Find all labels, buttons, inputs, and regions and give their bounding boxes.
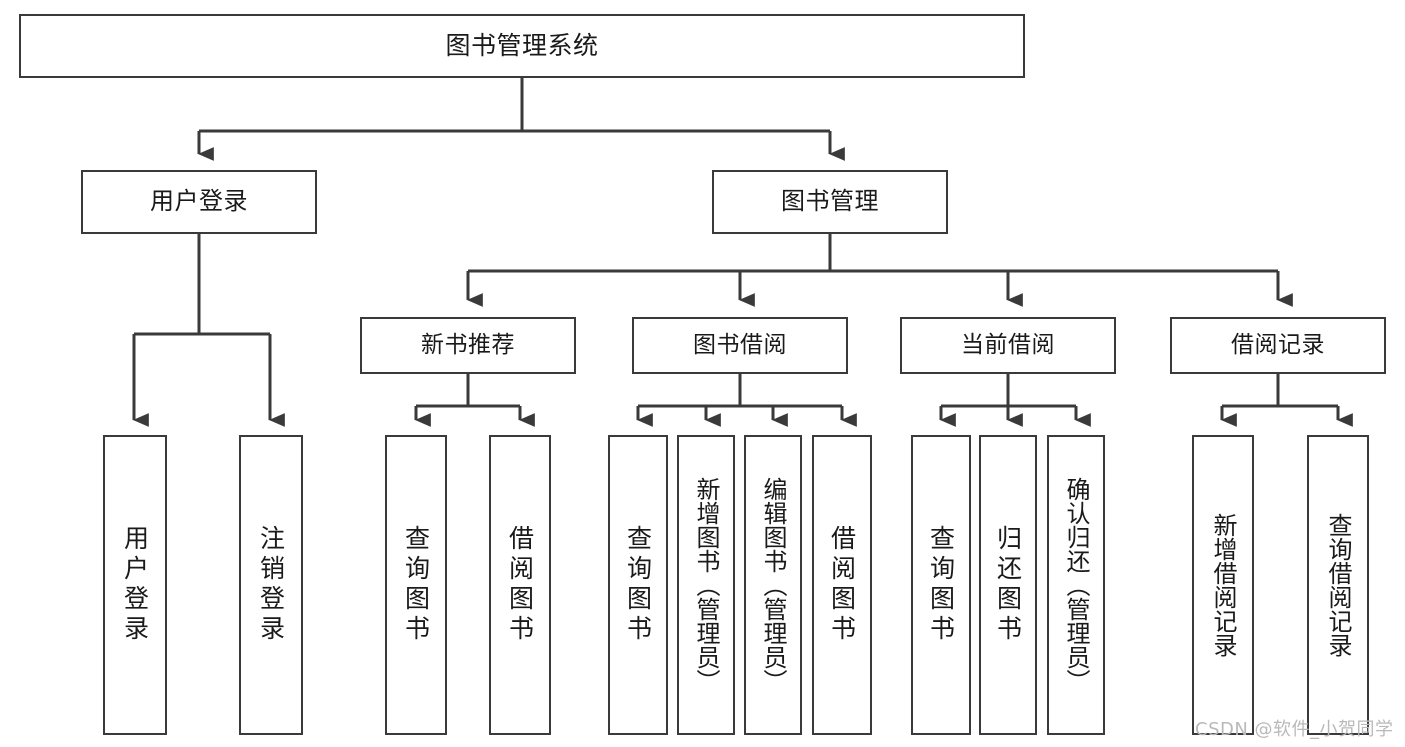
node-label: 借阅记录 — [1231, 332, 1325, 359]
leaf-user-login[interactable]: 用户登录 — [103, 435, 167, 735]
leaf-return-book[interactable]: 归还图书 — [979, 435, 1037, 735]
node-label: 新增借阅记录 — [1209, 513, 1237, 657]
node-label: 借阅图书 — [827, 525, 857, 645]
node-label: 归还图书 — [993, 525, 1023, 645]
node-label: 当前借阅 — [961, 332, 1055, 359]
node-label: 新增图书（管理员） — [692, 477, 720, 693]
csdn-watermark: CSDN @软件_小贺同学 — [1195, 719, 1394, 740]
node-new-book-recommend[interactable]: 新书推荐 — [360, 317, 576, 374]
node-label: 查询图书 — [926, 525, 956, 645]
node-label: 用户登录 — [150, 187, 248, 216]
node-book-management[interactable]: 图书管理 — [712, 170, 948, 234]
node-label: 图书管理系统 — [445, 30, 599, 60]
node-label: 图书管理 — [781, 187, 879, 216]
node-book-borrow[interactable]: 图书借阅 — [632, 317, 848, 374]
node-label: 图书借阅 — [693, 332, 787, 359]
leaf-user-logout[interactable]: 注销登录 — [239, 435, 303, 735]
leaf-query-book-current[interactable]: 查询图书 — [911, 435, 971, 735]
leaf-query-borrow-record[interactable]: 查询借阅记录 — [1307, 435, 1369, 735]
node-borrow-record[interactable]: 借阅记录 — [1170, 317, 1386, 374]
node-current-borrow[interactable]: 当前借阅 — [900, 317, 1116, 374]
node-label: 编辑图书（管理员） — [759, 477, 787, 693]
leaf-edit-book-admin[interactable]: 编辑图书（管理员） — [744, 435, 802, 735]
node-label: 借阅图书 — [505, 525, 535, 645]
node-label: 新书推荐 — [421, 332, 515, 359]
node-label: 查询借阅记录 — [1324, 513, 1352, 657]
leaf-query-book-recommend[interactable]: 查询图书 — [385, 435, 447, 735]
leaf-add-borrow-record[interactable]: 新增借阅记录 — [1192, 435, 1254, 735]
leaf-confirm-return-admin[interactable]: 确认归还（管理员） — [1047, 435, 1105, 735]
node-label: 确认归还（管理员） — [1062, 477, 1090, 693]
leaf-add-book-admin[interactable]: 新增图书（管理员） — [677, 435, 735, 735]
node-label: 查询图书 — [623, 525, 653, 645]
node-label: 用户登录 — [120, 525, 150, 645]
leaf-borrow-book-recommend[interactable]: 借阅图书 — [489, 435, 551, 735]
leaf-borrow-book[interactable]: 借阅图书 — [812, 435, 872, 735]
node-label: 注销登录 — [256, 525, 286, 645]
node-label: 查询图书 — [401, 525, 431, 645]
node-user-login[interactable]: 用户登录 — [81, 170, 317, 234]
leaf-query-book-borrow[interactable]: 查询图书 — [608, 435, 668, 735]
node-root-book-management-system[interactable]: 图书管理系统 — [19, 14, 1025, 78]
